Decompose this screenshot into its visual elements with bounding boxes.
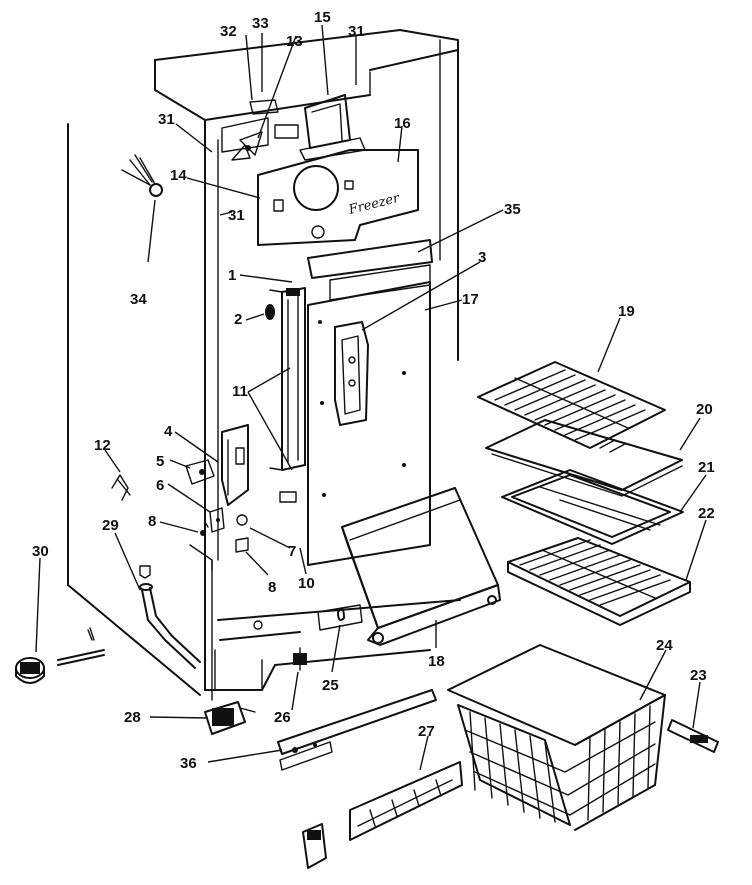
shelf-21: [501, 469, 684, 545]
callout-33: 33: [252, 15, 269, 32]
leader-lines: [35, 24, 707, 771]
callout-12: 12: [94, 437, 111, 454]
callout-31-mid: 31: [228, 207, 245, 224]
slide-rail: [277, 689, 437, 771]
shelf-22: [507, 537, 691, 626]
callout-34: 34: [130, 291, 147, 308]
drain-tube: [139, 565, 201, 669]
callout-29: 29: [102, 517, 119, 534]
callout-23: 23: [690, 667, 707, 684]
shelf-19: [477, 361, 666, 449]
callout-27: 27: [418, 723, 435, 740]
wire-lead: [111, 474, 131, 501]
thermostat-housing: [334, 321, 369, 426]
shelf-20-glass: [485, 419, 683, 497]
callout-4: 4: [164, 423, 173, 440]
callout-30: 30: [32, 543, 49, 560]
callout-31-top: 31: [348, 23, 365, 40]
callout-11: 11: [232, 383, 248, 400]
roller: [15, 627, 105, 684]
callout-19: 19: [618, 303, 635, 320]
callout-7: 7: [288, 543, 296, 560]
callout-20: 20: [696, 401, 713, 418]
callout-26: 26: [274, 709, 291, 726]
callout-14: 14: [170, 167, 187, 184]
light-socket: [265, 304, 275, 320]
callout-labels: 32 33 13 15 31 31 31 16 14 35 34 1 3 17 …: [32, 9, 715, 772]
crisper-cover: [341, 487, 501, 646]
callout-1: 1: [228, 267, 236, 284]
panel-strip: [307, 239, 433, 301]
drain-fitting: [317, 604, 363, 631]
callout-17: 17: [462, 291, 479, 308]
basket-slide: [667, 719, 719, 753]
callout-25: 25: [322, 677, 339, 694]
air-duct: [299, 94, 366, 161]
callout-15: 15: [314, 9, 331, 26]
callout-13: 13: [286, 33, 303, 50]
leveling-screw: [293, 647, 307, 671]
callout-6: 6: [156, 477, 164, 494]
callout-8-upper: 8: [148, 513, 156, 530]
evaporator-cover: Freezer: [257, 149, 419, 246]
callout-21: 21: [698, 459, 715, 476]
callout-24: 24: [656, 637, 673, 654]
callout-16: 16: [394, 115, 411, 132]
callout-32: 32: [220, 23, 237, 40]
callout-35: 35: [504, 201, 521, 218]
callout-22: 22: [698, 505, 715, 522]
hinge: [204, 701, 256, 735]
small-hardware: [185, 459, 249, 571]
callout-36: 36: [180, 755, 197, 772]
callout-10: 10: [298, 575, 315, 592]
panel-script: Freezer: [346, 191, 401, 218]
callout-28: 28: [124, 709, 141, 726]
control-channel: [269, 287, 306, 503]
callout-18: 18: [428, 653, 445, 670]
callout-31-left: 31: [158, 111, 175, 128]
wiring-harness: [121, 154, 163, 197]
callout-5: 5: [156, 453, 164, 470]
back-panel: [307, 281, 431, 566]
callout-2: 2: [234, 311, 242, 328]
callout-3: 3: [478, 249, 486, 266]
switch-housing: [221, 424, 249, 506]
callout-8-lower: 8: [268, 579, 276, 596]
toe-grille: [302, 761, 463, 869]
freezer-basket: [447, 644, 666, 831]
fan-assembly: [221, 99, 299, 161]
